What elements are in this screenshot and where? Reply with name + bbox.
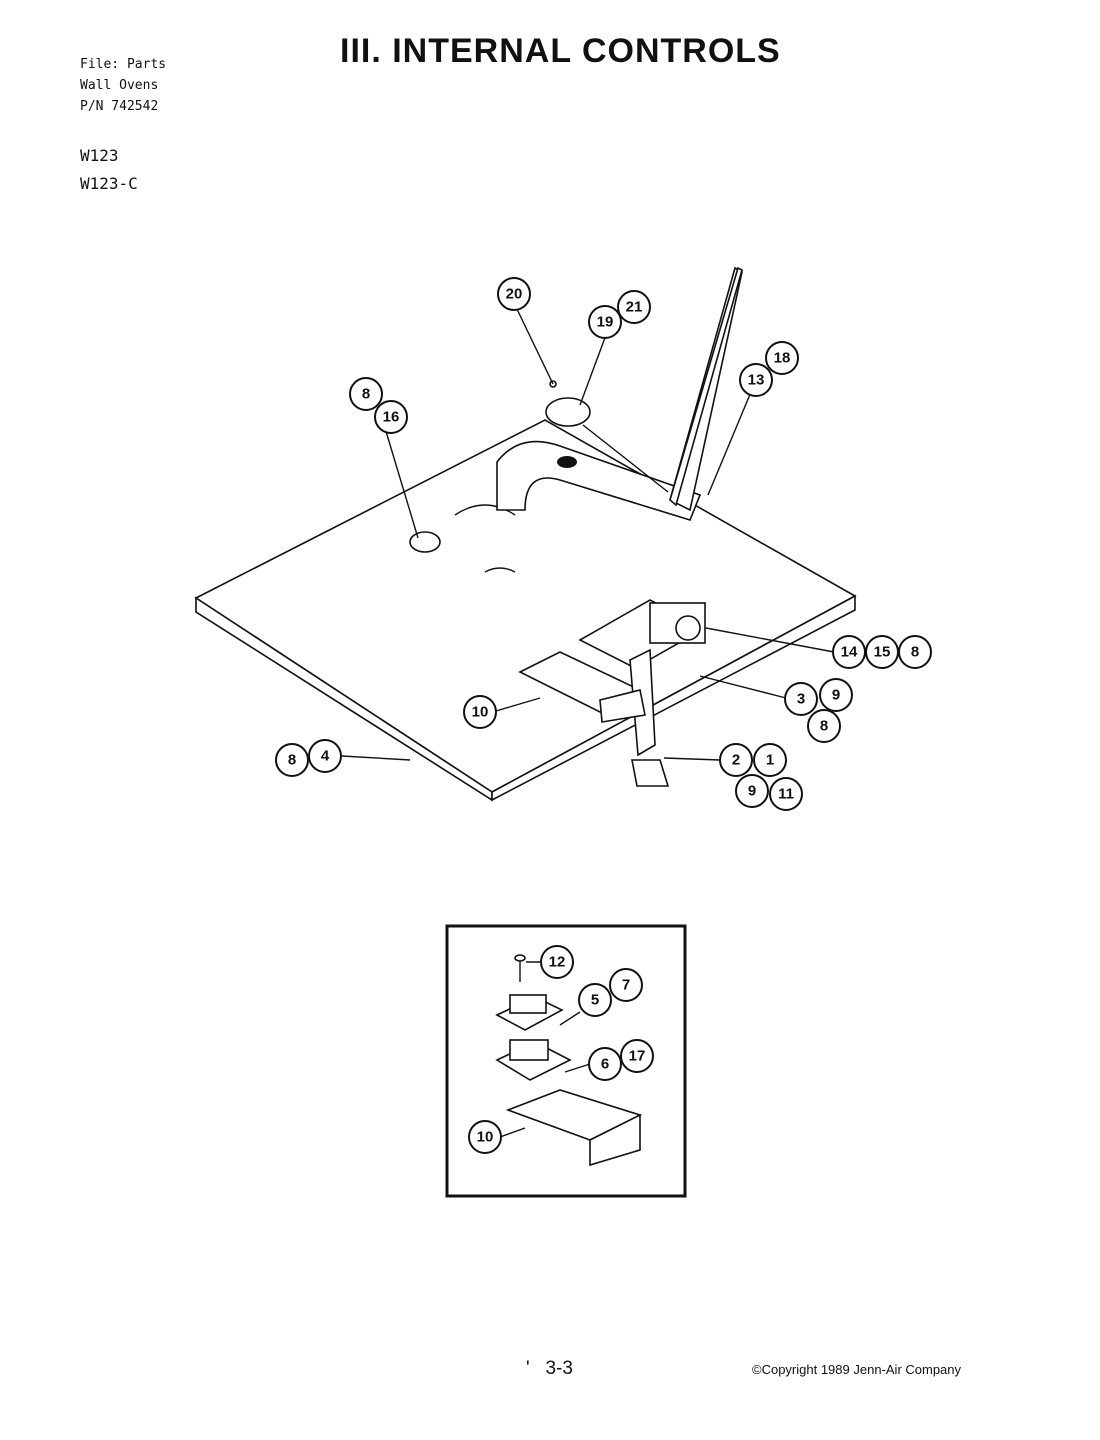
svg-text:5: 5: [591, 992, 599, 1009]
callout-3: 3: [784, 682, 818, 716]
inset-parts: [495, 954, 643, 1167]
svg-text:2: 2: [732, 752, 740, 769]
model-list: W123 W123-C: [80, 142, 138, 198]
svg-text:15: 15: [874, 644, 891, 661]
callout-11: 11: [769, 777, 803, 811]
svg-text:13: 13: [748, 372, 765, 389]
page-number-text: 3-3: [545, 1358, 573, 1379]
svg-text:8: 8: [911, 644, 919, 661]
model-item: W123-C: [80, 174, 138, 193]
callout-8: 8: [898, 635, 932, 669]
vent-duct: [496, 266, 743, 521]
callout-10: 10: [468, 1120, 502, 1154]
callout-19: 19: [588, 305, 622, 339]
svg-text:8: 8: [288, 752, 296, 769]
callout-8: 8: [807, 709, 841, 743]
callout-21: 21: [617, 290, 651, 324]
inset-frame: [445, 924, 687, 1198]
svg-text:9: 9: [832, 687, 840, 704]
svg-text:4: 4: [321, 748, 330, 765]
svg-text:18: 18: [774, 350, 791, 367]
svg-text:17: 17: [629, 1048, 646, 1065]
callout-10: 10: [463, 695, 497, 729]
leader-lines: [341, 304, 835, 761]
callout-20: 20: [497, 277, 531, 311]
part-number-label: P/N 742542: [80, 99, 159, 114]
callout-6: 6: [588, 1047, 622, 1081]
callout-16: 16: [374, 400, 408, 434]
page-number: ' 3-3: [526, 1358, 573, 1380]
svg-text:14: 14: [841, 644, 858, 661]
callout-7: 7: [609, 968, 643, 1002]
product-label: Wall Ovens: [80, 78, 159, 93]
svg-text:11: 11: [778, 786, 794, 803]
svg-text:9: 9: [748, 783, 756, 800]
callout-8: 8: [349, 377, 383, 411]
control-assembly: [518, 599, 707, 787]
file-label: File: Parts: [80, 57, 167, 72]
callout-9: 9: [735, 774, 769, 808]
callout-13: 13: [739, 363, 773, 397]
svg-text:8: 8: [820, 718, 828, 735]
callout-1: 1: [753, 743, 787, 777]
page-mark: ': [526, 1358, 530, 1379]
copyright-notice: ©Copyright 1989 Jenn-Air Company: [752, 1362, 962, 1377]
svg-text:8: 8: [362, 386, 370, 403]
callout-4: 4: [308, 739, 342, 773]
page-title: III. INTERNAL CONTROLS: [340, 32, 781, 70]
svg-text:7: 7: [622, 977, 630, 994]
callout-18: 18: [765, 341, 799, 375]
svg-text:10: 10: [477, 1129, 494, 1146]
callout-2: 2: [719, 743, 753, 777]
callout-8: 8: [275, 743, 309, 777]
svg-text:3: 3: [797, 691, 805, 708]
callout-15: 15: [865, 635, 899, 669]
svg-text:12: 12: [549, 954, 566, 971]
svg-text:6: 6: [601, 1056, 609, 1073]
svg-text:10: 10: [472, 704, 489, 721]
callout-14: 14: [832, 635, 866, 669]
svg-text:1: 1: [766, 752, 774, 769]
callout-5: 5: [578, 983, 612, 1017]
svg-text:20: 20: [506, 286, 523, 303]
callout-12: 12: [540, 945, 574, 979]
svg-text:21: 21: [626, 299, 643, 316]
svg-text:16: 16: [383, 409, 400, 426]
svg-text:19: 19: [597, 314, 614, 331]
callout-9: 9: [819, 678, 853, 712]
model-item: W123: [80, 146, 119, 165]
callout-17: 17: [620, 1039, 654, 1073]
